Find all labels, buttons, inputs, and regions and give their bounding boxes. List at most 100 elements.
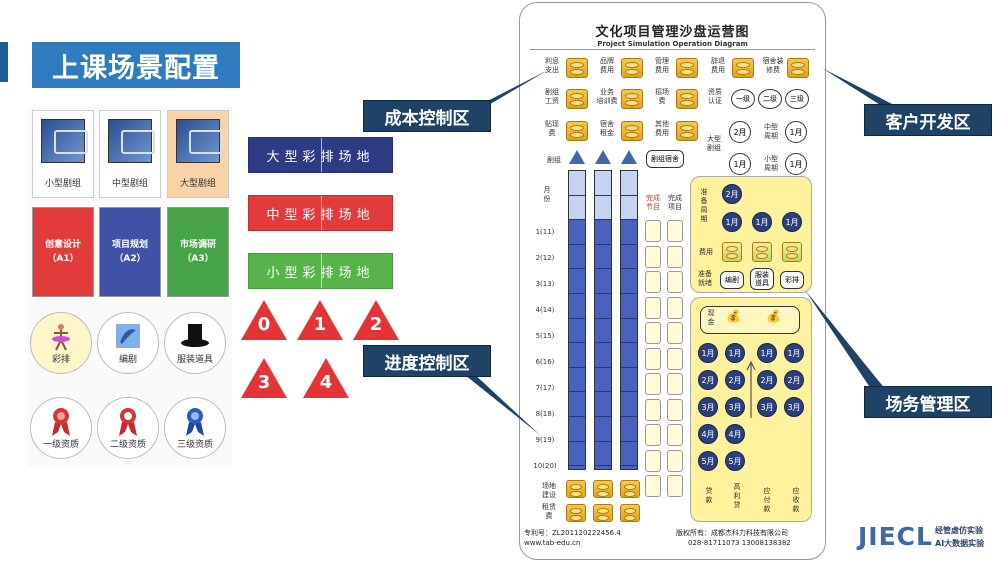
coin-slot[interactable] — [752, 242, 772, 262]
completion-cell[interactable] — [645, 373, 661, 395]
coin-slot[interactable] — [676, 58, 698, 78]
cert-level-1[interactable]: 一级 — [731, 89, 755, 109]
completion-cell[interactable] — [667, 398, 683, 421]
completion-cell[interactable] — [645, 271, 661, 293]
high-loan-month[interactable]: 1月 — [725, 343, 745, 363]
crew-marker-icon[interactable] — [569, 150, 585, 164]
completion-cell[interactable] — [667, 347, 683, 370]
token-level-3[interactable]: 三级资质 — [164, 397, 226, 459]
receivable-month[interactable]: 2月 — [784, 370, 804, 390]
token-triangle-3[interactable] — [241, 358, 287, 398]
completion-cell[interactable] — [645, 449, 661, 472]
receivable-month[interactable]: 3月 — [784, 397, 804, 417]
completion-cell[interactable] — [645, 347, 661, 370]
card-mid-crew[interactable]: 中型剧组 — [99, 110, 161, 198]
token-triangle-1[interactable] — [297, 300, 343, 340]
coin-slot[interactable] — [566, 504, 586, 522]
coin-slot[interactable] — [566, 121, 588, 141]
high-loan-month[interactable]: 2月 — [725, 370, 745, 390]
coin-slot[interactable] — [566, 480, 586, 498]
completion-cell[interactable] — [667, 373, 683, 395]
coin-slot[interactable] — [593, 504, 613, 522]
crew-image — [176, 119, 223, 163]
completion-cell[interactable] — [667, 475, 683, 497]
completion-cell[interactable] — [667, 271, 683, 293]
loan-month[interactable]: 4月 — [698, 424, 718, 444]
venue-medium[interactable]: 中型彩排场地 — [248, 195, 393, 231]
completion-cell[interactable] — [645, 398, 661, 421]
completion-cell[interactable] — [667, 449, 683, 472]
completion-cell[interactable] — [645, 220, 661, 242]
token-triangle-4[interactable] — [303, 358, 349, 398]
loan-month[interactable]: 2月 — [698, 370, 718, 390]
high-loan-month[interactable]: 5月 — [725, 451, 745, 471]
token-costume[interactable]: 服装道具 — [164, 312, 226, 374]
coin-slot[interactable] — [566, 58, 588, 78]
loan-month[interactable]: 3月 — [698, 397, 718, 417]
ready-rehearsal-button[interactable]: 彩排 — [780, 271, 804, 289]
high-loan-month[interactable]: 3月 — [725, 397, 745, 417]
coin-slot[interactable] — [782, 242, 802, 262]
stage-card-a3[interactable]: 市场调研 （A3） — [167, 207, 229, 297]
token-script[interactable]: 编剧 — [97, 312, 159, 374]
stage-card-a2[interactable]: 项目规划 （A2） — [99, 207, 161, 297]
coin-slot[interactable] — [732, 58, 754, 78]
month-badge[interactable]: 1月 — [785, 121, 807, 143]
coin-slot[interactable] — [620, 480, 640, 498]
coin-slot[interactable] — [621, 121, 643, 141]
coin-slot[interactable] — [787, 58, 809, 78]
coin-slot[interactable] — [621, 58, 643, 78]
ready-costume-button[interactable]: 服装 道具 — [750, 268, 774, 290]
crew-dorm-button[interactable]: 剧组宿舍 — [646, 150, 684, 168]
completion-cell[interactable] — [645, 424, 661, 446]
stage-card-a1[interactable]: 创意设计 （A1） — [32, 207, 94, 297]
card-large-crew[interactable]: 大型剧组 — [167, 110, 229, 198]
loan-month[interactable]: 1月 — [698, 343, 718, 363]
month-badge[interactable]: 1月 — [785, 153, 807, 175]
coin-slot[interactable] — [620, 504, 640, 522]
completion-cell[interactable] — [645, 475, 661, 497]
token-level-1[interactable]: 一级资质 — [30, 397, 92, 459]
venue-small[interactable]: 小型彩排场地 — [248, 253, 393, 289]
coin-slot[interactable] — [676, 121, 698, 141]
cert-level-2[interactable]: 二级 — [758, 89, 782, 109]
coin-slot[interactable] — [676, 89, 698, 109]
completion-cell[interactable] — [667, 322, 683, 344]
prep-month[interactable]: 1月 — [752, 212, 772, 232]
token-triangle-2[interactable] — [353, 300, 399, 340]
completion-cell[interactable] — [645, 245, 661, 268]
completion-cell[interactable] — [645, 296, 661, 319]
prep-month[interactable]: 2月 — [722, 184, 742, 204]
progress-column[interactable] — [568, 170, 586, 470]
payable-month[interactable]: 1月 — [757, 343, 777, 363]
receivable-month[interactable]: 1月 — [784, 343, 804, 363]
high-loan-month[interactable]: 4月 — [725, 424, 745, 444]
coin-slot[interactable] — [566, 89, 588, 109]
cert-level-3[interactable]: 三级 — [785, 89, 809, 109]
token-level-2[interactable]: 二级资质 — [97, 397, 159, 459]
progress-column[interactable] — [594, 170, 612, 470]
coin-slot[interactable] — [722, 242, 742, 262]
token-triangle-0[interactable] — [241, 300, 287, 340]
completion-cell[interactable] — [667, 220, 683, 242]
month-badge[interactable]: 1月 — [729, 153, 751, 175]
progress-column[interactable] — [620, 170, 638, 470]
completion-cell[interactable] — [667, 245, 683, 268]
card-small-crew[interactable]: 小型剧组 — [32, 110, 94, 198]
completion-cell[interactable] — [667, 296, 683, 319]
venue-large[interactable]: 大型彩排场地 — [248, 137, 393, 173]
completion-cell[interactable] — [645, 322, 661, 344]
completion-cell[interactable] — [667, 424, 683, 446]
coin-slot[interactable] — [621, 89, 643, 109]
crew-marker-icon[interactable] — [621, 150, 637, 164]
loan-month[interactable]: 5月 — [698, 451, 718, 471]
ready-script-button[interactable]: 编剧 — [720, 271, 744, 289]
prep-month[interactable]: 1月 — [722, 212, 742, 232]
crew-marker-icon[interactable] — [595, 150, 611, 164]
prep-month[interactable]: 1月 — [782, 212, 802, 232]
coin-slot[interactable] — [593, 480, 613, 498]
payable-month[interactable]: 3月 — [757, 397, 777, 417]
payable-month[interactable]: 2月 — [757, 370, 777, 390]
month-badge[interactable]: 2月 — [729, 121, 751, 143]
token-rehearsal[interactable]: 彩排 — [30, 312, 92, 374]
